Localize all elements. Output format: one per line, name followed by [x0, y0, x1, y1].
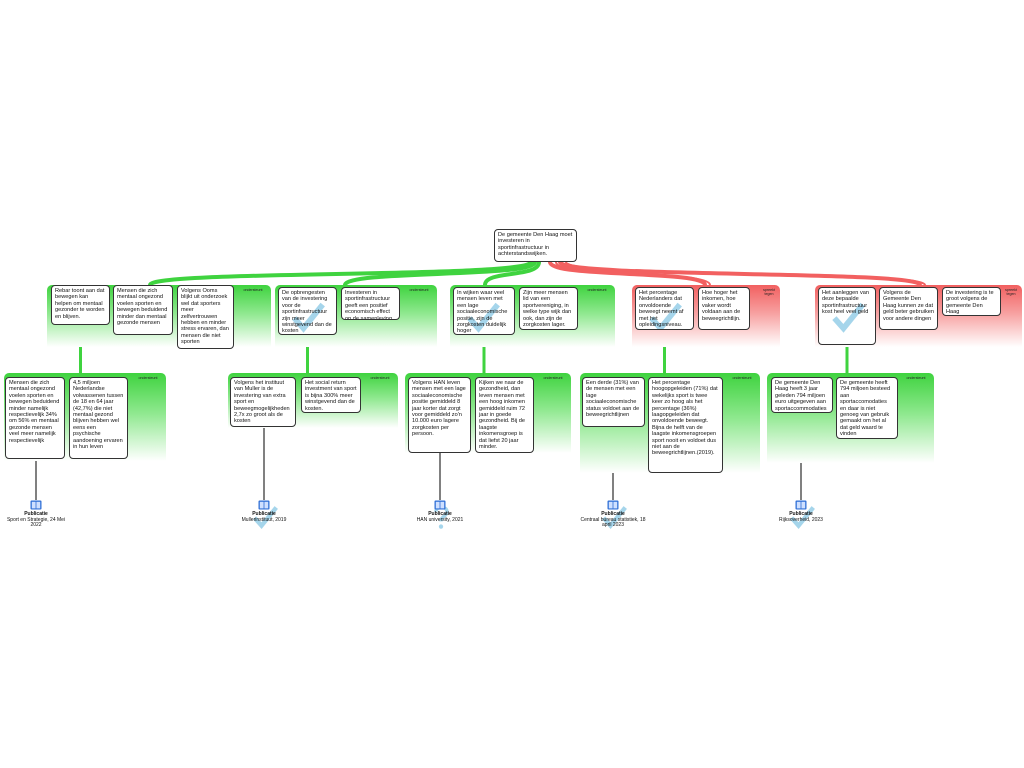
evidence-box[interactable]: Mensen die zich mentaal ongezond voelen … [5, 377, 65, 459]
box-text: Volgens HAN leven mensen met een lage so… [412, 380, 466, 438]
box-text: De gemeente Den Haag heeft 3 jaar gelede… [775, 380, 827, 412]
publication-source: Centraal bureau statistiek, 18 april 202… [580, 516, 646, 529]
box-text: Zijn meer mensen lid van een sportvereni… [523, 290, 572, 329]
book-icon [795, 500, 807, 510]
box-text: Investeren in sportinfrastructuur geeft … [345, 290, 392, 320]
publication-source: HAN university, 2021 [416, 516, 464, 523]
box-text: Volgens de Gemeente Den Haag kunnen ze d… [883, 290, 935, 322]
box-text: Het percentage Nederlanders dat onvoldoe… [639, 290, 684, 329]
evidence-box[interactable]: Volgens HAN leven mensen met een lage so… [408, 377, 471, 453]
box-text: Het percentage hoogopgeleiden (71%) dat … [652, 380, 718, 457]
reason-box[interactable]: Rebar toont aan dat bewegen kan helpen o… [51, 285, 110, 325]
box-text: Kijken we naar de gezondheid, dan leven … [479, 380, 526, 451]
relation-tag: spreekt tegen [763, 288, 775, 296]
evidence-box[interactable]: De gemeente Den Haag heeft 3 jaar gelede… [771, 377, 833, 413]
relation-tag: spreekt tegen [1005, 288, 1017, 296]
relation-tag: ondersteunt [906, 376, 926, 380]
relation-tag: ondersteunt [543, 376, 563, 380]
relation-tag: ondersteunt [732, 376, 752, 380]
publication-source: Sport en Strategie, 24 Mei 2022 [6, 516, 66, 529]
publication-source: Mullerinstituut, 2019 [241, 516, 287, 523]
connector-line [483, 261, 541, 286]
root-claim[interactable]: De gemeente Den Haag moet investeren in … [494, 229, 577, 262]
reason-box[interactable]: In wijken waar veel mensen leven met een… [453, 287, 515, 335]
box-text: Rebar toont aan dat bewegen kan helpen o… [55, 288, 105, 320]
reason-box[interactable]: Mensen die zich mentaal ongezond voelen … [113, 285, 173, 335]
connector-line [555, 261, 711, 286]
relation-tag: ondersteunt [587, 288, 607, 292]
box-text: De opbrengesten van de investering voor … [282, 290, 332, 335]
connector-line [565, 261, 926, 286]
evidence-box[interactable]: Kijken we naar de gezondheid, dan leven … [475, 377, 534, 453]
evidence-box[interactable]: Het percentage hoogopgeleiden (71%) dat … [648, 377, 723, 473]
box-text: Een derde (31%) van de mensen met een la… [586, 380, 640, 419]
box-text: Volgens het instituut van Muller is de i… [234, 380, 290, 425]
connector-line [148, 260, 533, 287]
publication-source: Rijksoverheid, 2023 [779, 516, 823, 523]
reason-box[interactable]: Volgens de Gemeente Den Haag kunnen ze d… [879, 287, 938, 330]
box-text: In wijken waar veel mensen leven met een… [457, 290, 508, 335]
box-text: De investering is te groot volgens de ge… [946, 290, 994, 316]
reason-box[interactable]: De opbrengesten van de investering voor … [278, 287, 337, 335]
reason-box[interactable]: Zijn meer mensen lid van een sportvereni… [519, 287, 578, 330]
reason-box[interactable]: Het percentage Nederlanders dat onvoldoe… [635, 287, 694, 330]
box-text: Volgens Ooms blijkt uit onderzoek wel da… [181, 288, 229, 346]
relation-tag: ondersteunt [409, 288, 429, 292]
publication-label: Publicatie [24, 511, 48, 517]
box-text: 4,5 miljoen Nederlandse volwassenen tuss… [73, 380, 124, 451]
reason-box[interactable]: Het aanleggen van deze bepaalde sportinf… [818, 287, 876, 345]
box-text: Hoe hoger het inkomen, hoe vaker wordt v… [702, 290, 741, 322]
relation-tag: ondersteunt [370, 376, 390, 380]
box-text: Mensen die zich mentaal ongezond voelen … [9, 380, 60, 444]
box-text: Het aanleggen van deze bepaalde sportinf… [822, 290, 869, 316]
reason-box[interactable]: Hoe hoger het inkomen, hoe vaker wordt v… [698, 287, 750, 330]
evidence-box[interactable]: Een derde (31%) van de mensen met een la… [582, 377, 645, 427]
reason-box[interactable]: Volgens Ooms blijkt uit onderzoek wel da… [177, 285, 234, 349]
relation-tag: ondersteunt [243, 288, 263, 292]
reason-box[interactable]: Investeren in sportinfrastructuur geeft … [341, 287, 400, 320]
book-icon [434, 500, 446, 510]
evidence-box[interactable]: De gemeente heeft 794 miljoen besteed aa… [836, 377, 898, 439]
reason-box[interactable]: De investering is te groot volgens de ge… [942, 287, 1001, 316]
connector-line [343, 260, 537, 287]
box-text: Mensen die zich mentaal ongezond voelen … [117, 288, 168, 327]
relation-tag: ondersteunt [138, 376, 158, 380]
box-text: Het social return investment van sport i… [305, 380, 357, 412]
evidence-box[interactable]: Het social return investment van sport i… [301, 377, 361, 413]
book-icon [607, 500, 619, 510]
box-text: De gemeente heeft 794 miljoen besteed aa… [840, 380, 891, 438]
book-icon [30, 500, 42, 510]
evidence-box[interactable]: 4,5 miljoen Nederlandse volwassenen tuss… [69, 377, 128, 459]
evidence-box[interactable]: Volgens het instituut van Muller is de i… [230, 377, 296, 427]
book-icon [258, 500, 270, 510]
